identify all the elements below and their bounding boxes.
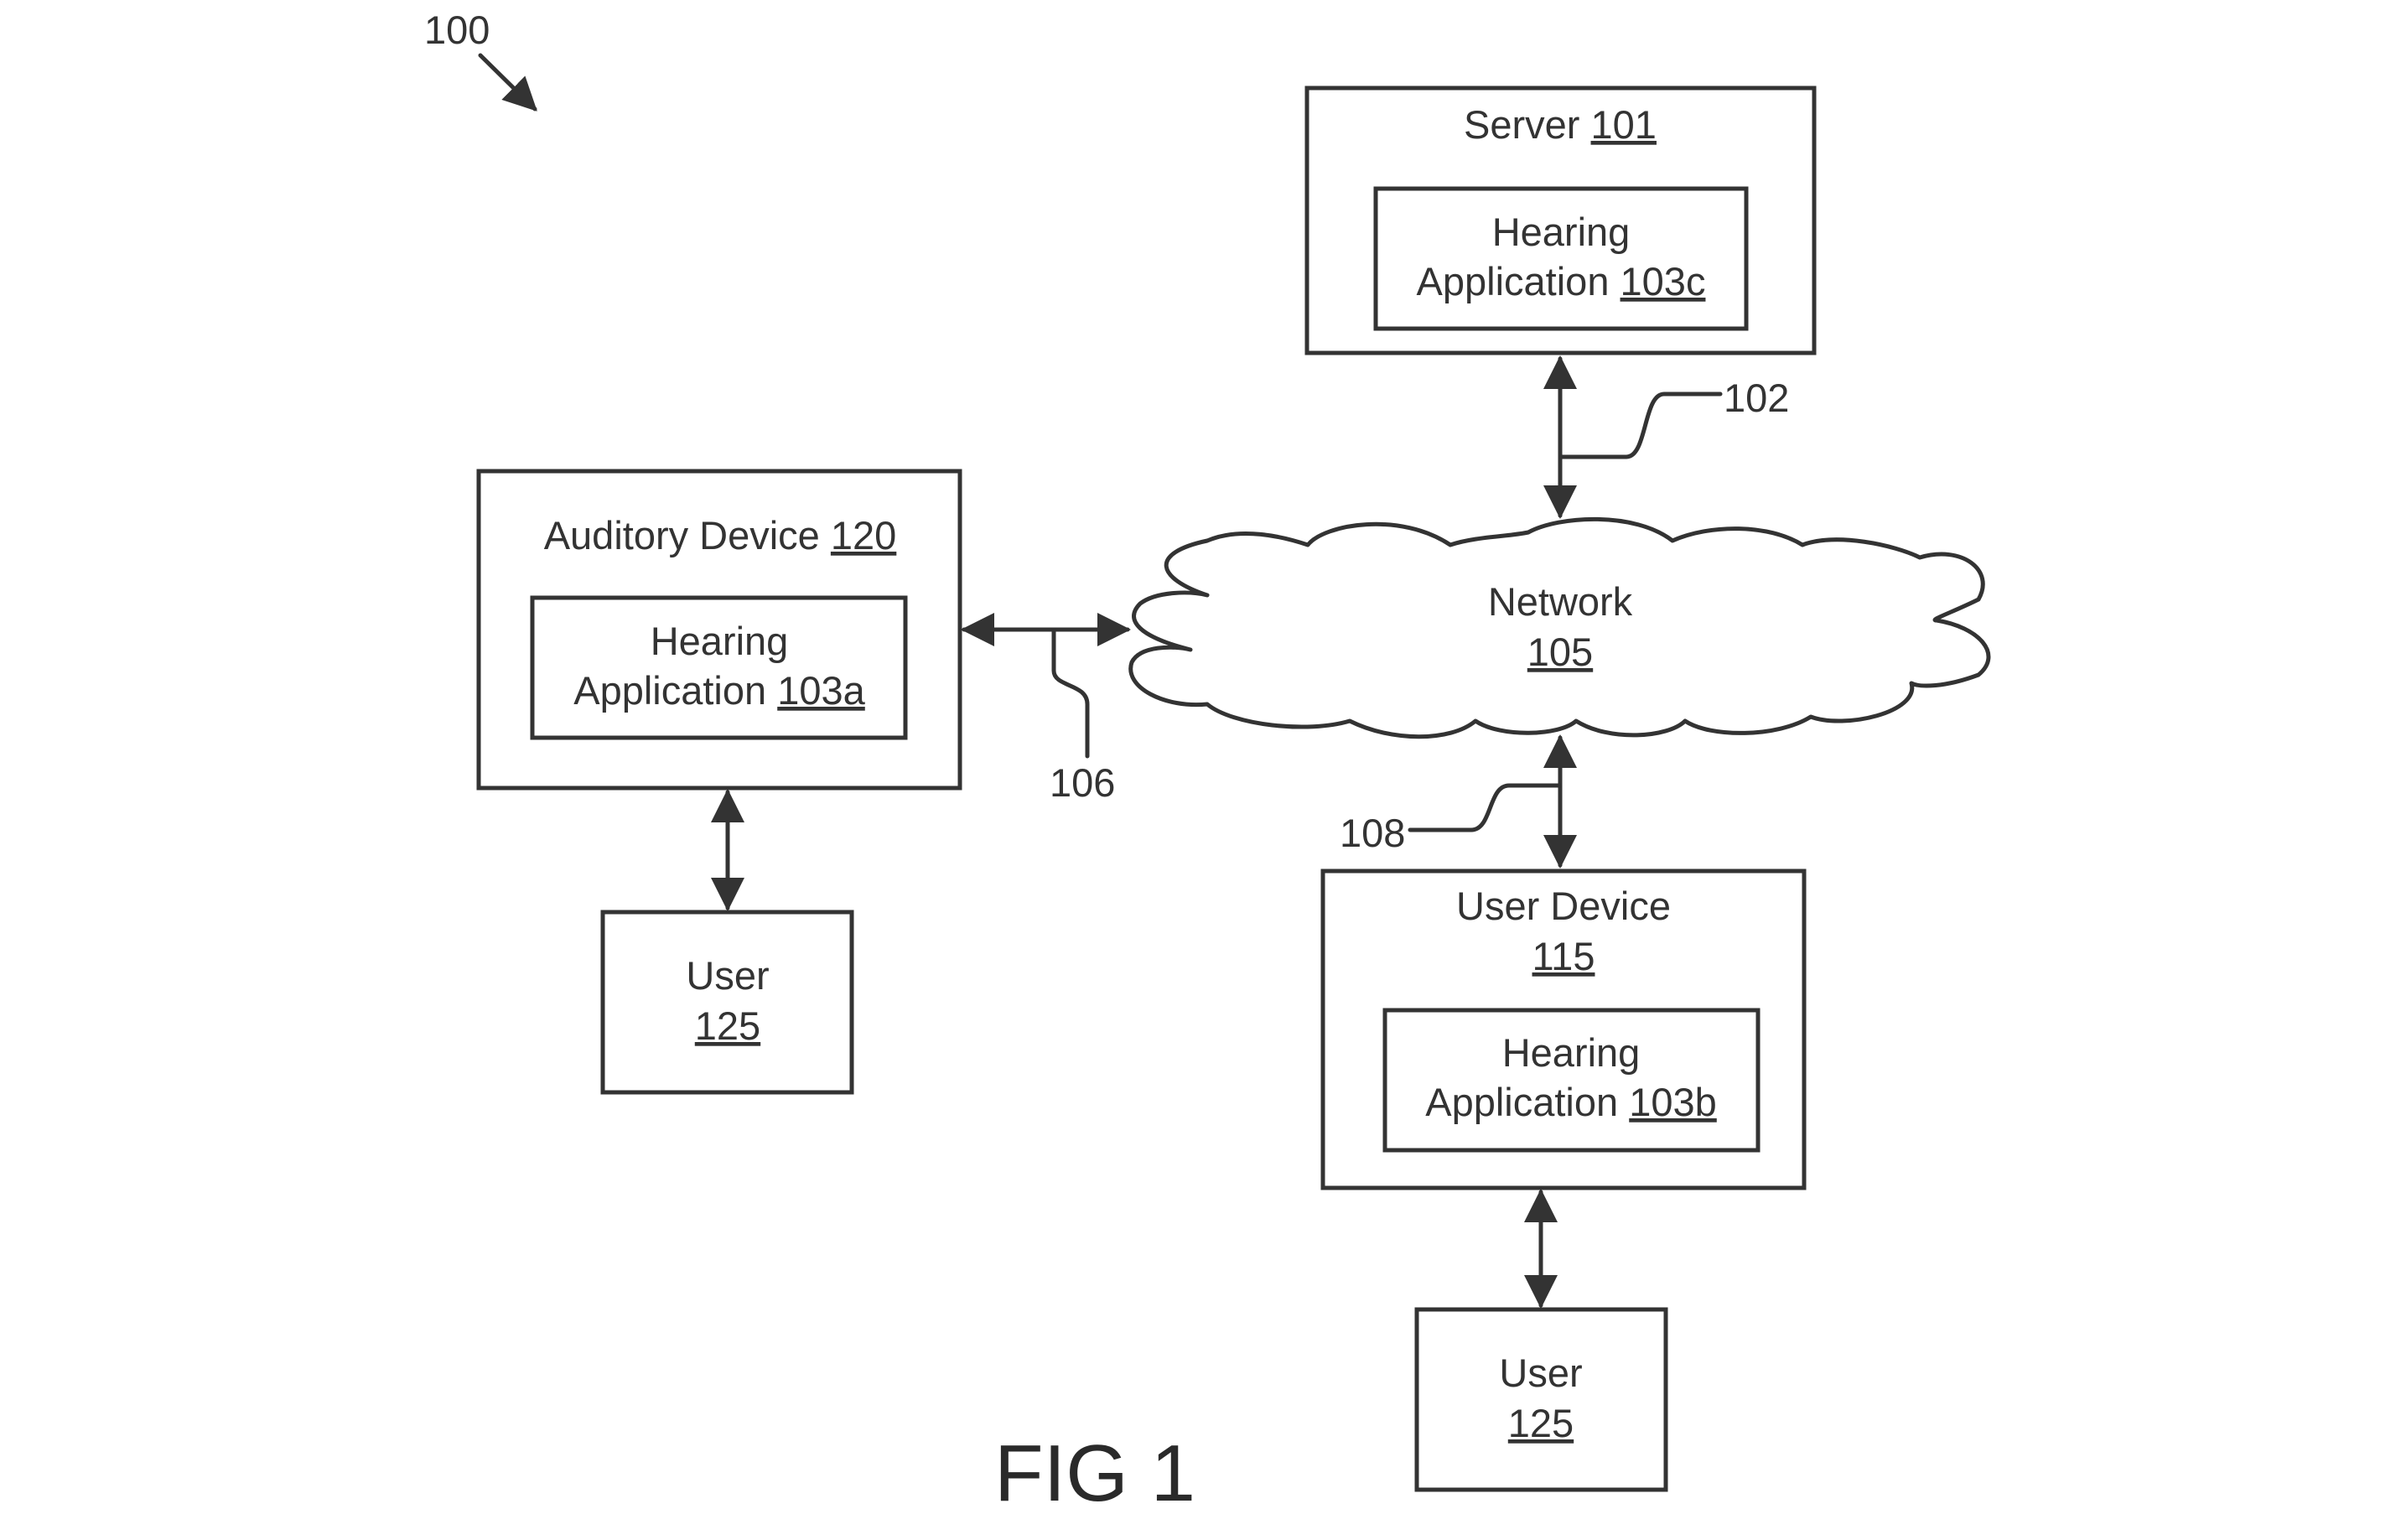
user-right-node: User 125 — [1414, 1307, 1668, 1492]
auditory-app-line2: Application 103a — [573, 668, 865, 713]
user-right-number: 125 — [1508, 1401, 1574, 1445]
server-app-line2: Application 103c — [1417, 259, 1706, 303]
auditory-device-number: 120 — [831, 513, 896, 557]
auditory-app-number: 103a — [777, 668, 865, 713]
server-app-line1: Hearing — [1492, 210, 1631, 254]
user-right-title: User — [1499, 1351, 1582, 1395]
link-102-leader — [1558, 391, 1723, 459]
server-title: Server 101 — [1464, 102, 1657, 147]
user-left-title: User — [686, 953, 769, 998]
auditory-device-title-text: Auditory Device — [544, 513, 820, 557]
link-server-network: 102 — [1543, 355, 1789, 519]
user-right-box — [1414, 1307, 1668, 1492]
auditory-device-node: Auditory Device 120 Hearing Application … — [476, 469, 962, 791]
link-102-label: 102 — [1724, 376, 1789, 420]
auditory-app-box — [530, 595, 908, 740]
link-auditory-network: 106 — [961, 613, 1131, 805]
auditory-device-title: Auditory Device 120 — [544, 513, 897, 557]
user-left-node: User 125 — [600, 910, 854, 1095]
system-ref-arrow — [478, 53, 537, 111]
server-title-text: Server — [1464, 102, 1579, 147]
link-108-leader — [1408, 783, 1563, 832]
auditory-app-label: Application — [573, 668, 766, 713]
server-node: Server 101 Hearing Application 103c — [1304, 86, 1817, 355]
auditory-app-line1: Hearing — [651, 619, 789, 663]
link-106-leader — [1051, 627, 1090, 759]
network-node: Network 105 — [1128, 516, 1991, 739]
figure-label: FIG 1 — [994, 1429, 1195, 1518]
user-device-title: User Device — [1456, 884, 1671, 928]
link-108-label: 108 — [1340, 811, 1405, 855]
system-ref-label: 100 — [424, 8, 490, 52]
server-app-number: 103c — [1621, 259, 1706, 303]
user-left-box — [600, 910, 854, 1095]
user-device-app-box — [1382, 1008, 1761, 1153]
network-title: Network — [1488, 579, 1633, 624]
user-device-app-label: Application — [1425, 1080, 1618, 1124]
user-device-app-line2: Application 103b — [1425, 1080, 1717, 1124]
user-left-number: 125 — [695, 1003, 760, 1048]
network-cloud — [1128, 516, 1991, 739]
server-app-box — [1373, 186, 1749, 331]
server-number: 101 — [1591, 102, 1657, 147]
link-106-label: 106 — [1050, 760, 1115, 805]
user-device-app-line1: Hearing — [1502, 1030, 1641, 1075]
user-device-node: User Device 115 Hearing Application 103b — [1320, 869, 1807, 1190]
server-app-label: Application — [1417, 259, 1610, 303]
user-device-app-number: 103b — [1629, 1080, 1717, 1124]
link-userdevice-network: 108 — [1340, 734, 1577, 869]
network-number: 105 — [1527, 630, 1593, 674]
user-device-number: 115 — [1532, 934, 1595, 978]
